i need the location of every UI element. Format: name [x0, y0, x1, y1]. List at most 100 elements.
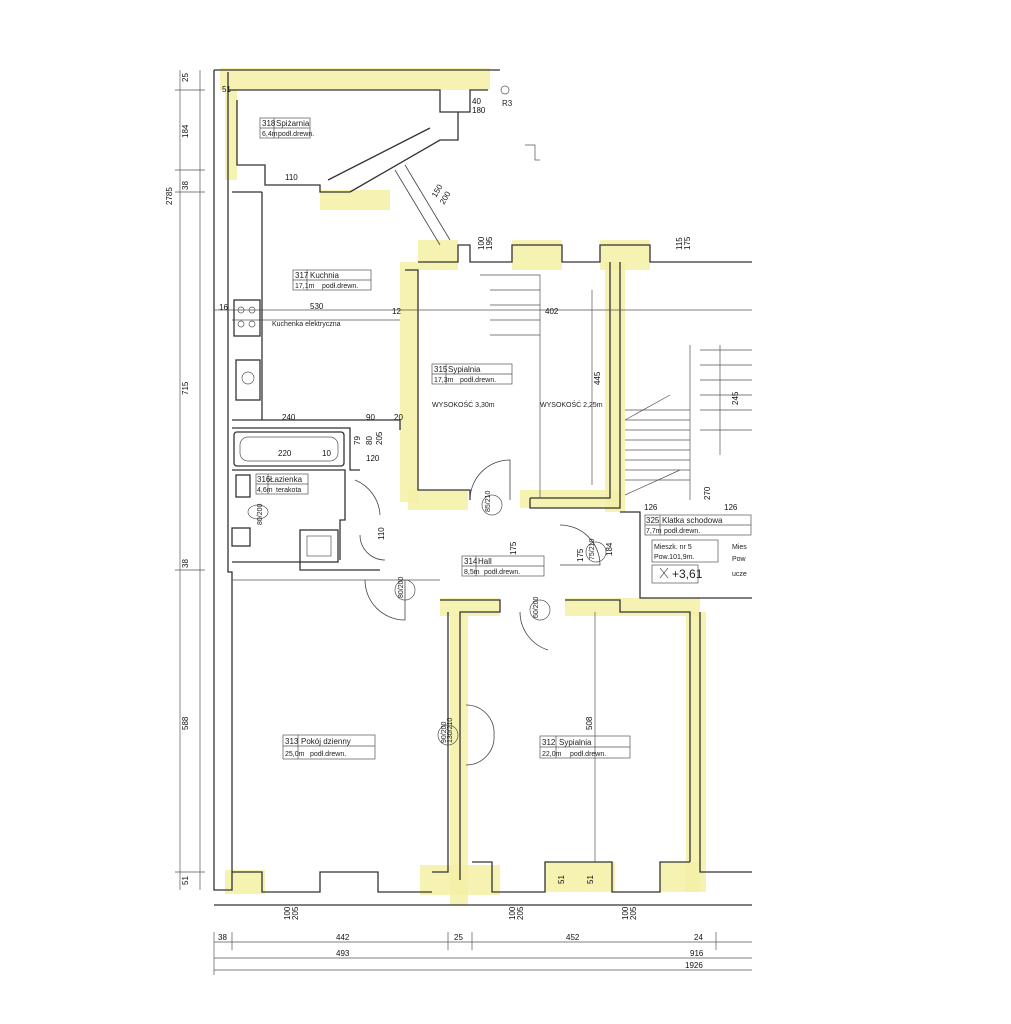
dim-205c: 205	[629, 906, 638, 920]
dim-184: 184	[605, 542, 614, 556]
dim-100b: 100	[508, 906, 517, 920]
dim-175a: 175	[509, 541, 518, 555]
dim-left-51: 51	[181, 876, 190, 885]
plan-notes: Kuchenka elektryczna WYSOKOŚĆ 3,30m WYSO…	[272, 99, 603, 409]
room-314-floor: podł.drewn.	[484, 569, 520, 576]
room-315: 315 Sypialnia 17,3m podł.drewn.	[431, 363, 513, 385]
dim-79: 79	[353, 436, 362, 445]
room-318-id: 318	[262, 119, 276, 128]
flat-number: Mieszk. nr 5	[654, 544, 692, 551]
room-312-name: Sypialnia	[559, 738, 592, 747]
room-312-id: 312	[542, 738, 556, 747]
room-325-area: 7,7m	[646, 528, 662, 535]
dim-bottom-1926: 1926	[685, 961, 703, 970]
door-sizes: 85/210 75/210 80/200 60/200 90/200 130/2…	[257, 490, 596, 743]
room-314: 314 Hall 8,5m podł.drewn.	[461, 555, 545, 577]
dim-100d: 100	[477, 236, 486, 250]
room-316-name: Łazienka	[270, 475, 303, 484]
room-317-area: 17,1m	[295, 283, 315, 290]
room-313-name: Pokój dzienny	[301, 737, 351, 746]
room-315-name: Sypialnia	[448, 365, 481, 374]
dim-left-38b: 38	[181, 559, 190, 568]
room-314-id: 314	[464, 557, 478, 566]
dim-205b: 205	[516, 906, 525, 920]
dim-530: 530	[310, 302, 324, 311]
room-325-id: 325	[646, 516, 660, 525]
staircase	[480, 274, 752, 496]
door-size-3: 80/200	[398, 576, 405, 598]
room-313-area: 25,0m	[285, 751, 305, 758]
door-size-2: 75/210	[589, 538, 596, 560]
dim-270: 270	[703, 486, 712, 500]
flat-area: Pow.101,9m.	[654, 554, 695, 561]
dim-left-25: 25	[181, 73, 190, 82]
dim-bottom-24: 24	[694, 933, 703, 942]
dim-20: 20	[394, 413, 403, 422]
dim-175c: 175	[683, 236, 692, 250]
height-note-1: WYSOKOŚĆ 3,30m	[432, 400, 495, 409]
room-325-floor: podł.drewn.	[664, 528, 700, 535]
dim-205: 205	[375, 431, 384, 445]
room-315-id: 315	[434, 365, 448, 374]
room-317: 317 Kuchnia 17,1m podł.drewn.	[292, 269, 372, 291]
dim-80: 80	[365, 436, 374, 445]
height-note-2: WYSOKOŚĆ 2,25m	[540, 400, 603, 409]
dim-100a: 100	[283, 906, 292, 920]
dim-left-2785: 2785	[165, 187, 174, 205]
dim-240: 240	[282, 413, 296, 422]
room-labels: 318 Spiżarnia 6,4m podł.drewn. 317 Kuchn…	[255, 117, 752, 760]
door-size-5: 90/200	[441, 721, 448, 743]
room-312-area: 22,0m	[542, 751, 562, 758]
dim-12: 12	[392, 307, 401, 316]
room-316-id: 316	[257, 475, 271, 484]
dim-115: 115	[675, 237, 684, 250]
room-313-floor: podł.drewn.	[310, 751, 346, 758]
cooker-note: Kuchenka elektryczna	[272, 321, 341, 328]
room-316-area: 4,6m	[257, 487, 273, 494]
room-314-name: Hall	[478, 557, 492, 566]
door-size-4: 60/200	[533, 596, 540, 618]
side-label-3: ucze	[732, 571, 747, 578]
r3-label: R3	[502, 99, 513, 108]
room-325-name: Klatka schodowa	[662, 516, 723, 525]
room-318-name: Spiżarnia	[276, 119, 310, 128]
dim-bottom-493: 493	[336, 949, 350, 958]
dim-110a: 110	[285, 173, 298, 182]
dim-90: 90	[366, 413, 375, 422]
door-size-1: 85/210	[485, 490, 492, 512]
dim-left-588: 588	[181, 716, 190, 730]
dim-205a: 205	[291, 906, 300, 920]
side-label-2: Pow	[732, 556, 747, 563]
dim-left-715: 715	[181, 381, 190, 395]
room-318-floor: podł.drewn.	[278, 131, 314, 138]
dim-245: 245	[731, 391, 740, 405]
dim-51b: 51	[586, 875, 595, 884]
dim-445: 445	[593, 371, 602, 385]
room-316-floor: terakota	[276, 487, 301, 494]
side-label-1: Mies	[732, 544, 747, 551]
dim-220: 220	[278, 449, 292, 458]
room-317-floor: podł.drewn.	[322, 283, 358, 290]
room-316: 316 Łazienka 4,6m terakota	[255, 473, 309, 495]
dim-10: 10	[322, 449, 331, 458]
flat-info: Mieszk. nr 5 Pow.101,9m. +3,61 Mies Pow …	[651, 539, 747, 584]
door-size-7: 80/200	[257, 503, 264, 525]
dim-195: 195	[485, 236, 494, 250]
dim-175b: 175	[576, 548, 585, 562]
room-317-name: Kuchnia	[310, 271, 339, 280]
dim-402: 402	[545, 307, 559, 316]
room-315-floor: podł.drewn.	[460, 377, 496, 384]
dim-left-38a: 38	[181, 181, 190, 190]
walls	[213, 69, 752, 906]
room-314-area: 8,5m	[464, 569, 480, 576]
room-313: 313 Pokój dzienny 25,0m podł.drewn.	[282, 734, 376, 760]
room-317-id: 317	[295, 271, 309, 280]
dim-51c: 51	[222, 85, 231, 94]
dim-bottom-916: 916	[690, 949, 704, 958]
room-315-area: 17,3m	[434, 377, 454, 384]
doors	[354, 85, 607, 766]
dim-126a: 126	[644, 503, 658, 512]
dim-126b: 126	[724, 503, 738, 512]
floor-level: +3,61	[672, 567, 703, 581]
